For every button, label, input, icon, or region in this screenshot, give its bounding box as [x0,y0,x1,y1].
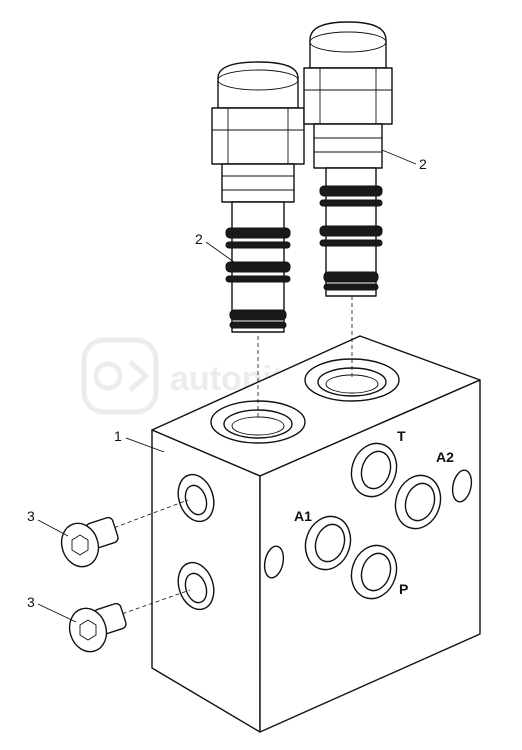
callout-3-lower: 3 [27,594,35,610]
cartridge-valve-right [303,21,393,297]
o-ring [225,261,291,273]
port-a1 [304,515,352,571]
leader-line-3-lower [37,603,77,623]
port-label-t: T [397,428,406,444]
o-ring [319,199,383,207]
plug-lower [68,602,127,653]
cartridge-right-body [313,123,383,169]
callout-2-right: 2 [419,156,427,172]
hex-socket-icon [79,619,97,641]
o-ring [225,275,291,283]
cartridge-left-hex [211,107,305,165]
manifold-block: T A2 A1 P [151,335,481,733]
o-ring [225,227,291,239]
leader-line-2-left [205,241,235,263]
callout-1: 1 [114,428,122,444]
left-face-port-lower [177,561,215,611]
o-ring [225,241,291,249]
a-chevron-logo-icon [81,337,159,415]
left-face-port-upper [177,473,215,523]
o-ring [319,239,383,247]
manifold-left-face [151,429,261,733]
side-hole-right [451,469,473,503]
o-ring [323,271,379,283]
o-ring [229,321,287,329]
cartridge-right-cap [309,21,387,69]
leader-line-2-right [381,149,417,165]
cartridge-right-hex [303,67,393,125]
o-ring [319,225,383,237]
callout-2-left: 2 [195,231,203,247]
hex-socket-icon [71,534,89,556]
cartridge-left-body [221,163,295,203]
leader-line-1 [125,437,165,453]
callout-3-upper: 3 [27,508,35,524]
port-p [350,544,398,600]
cartridge-left-cap [217,61,299,109]
port-label-a2: A2 [436,449,454,465]
leader-line-3-upper [37,519,69,537]
axis-line-lower-plug [115,589,191,617]
port-label-p: P [399,581,408,597]
cartridge-valve-left [211,61,305,333]
o-ring [323,283,379,291]
o-ring [229,309,287,321]
axis-line-upper-plug [107,499,189,531]
port-a2 [394,474,442,530]
port-t [350,442,398,498]
plug-upper [60,516,119,568]
side-hole-left [263,545,285,579]
port-label-a1: A1 [294,508,312,524]
o-ring [319,185,383,197]
